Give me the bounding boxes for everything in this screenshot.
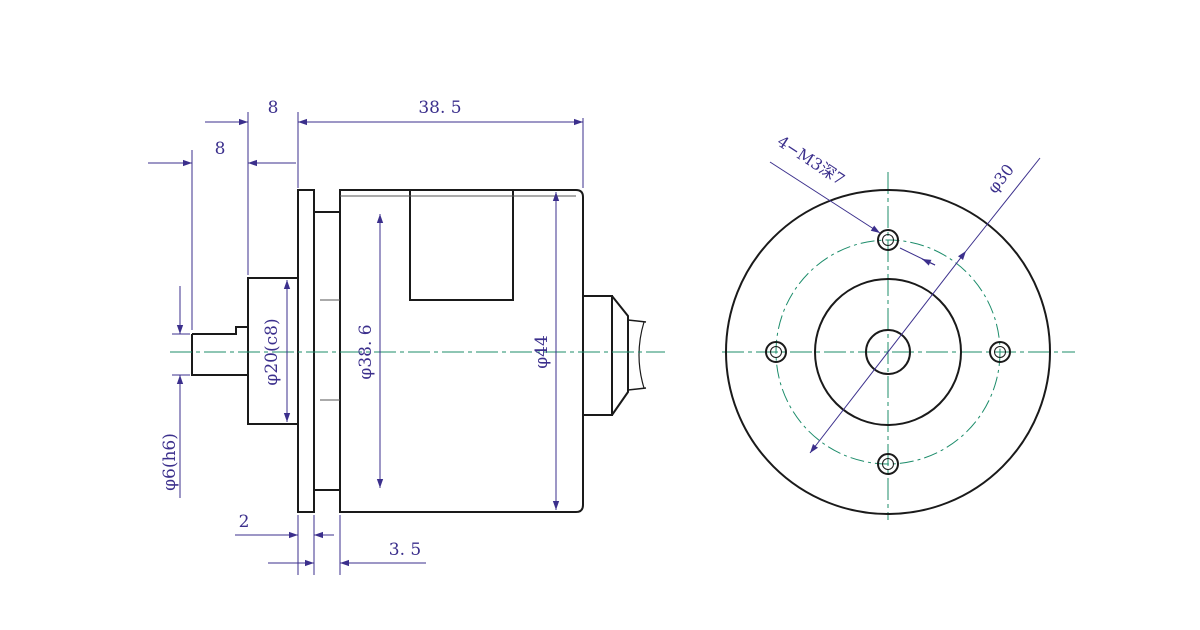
tapped-hole-left	[765, 341, 787, 363]
dim-tapped-holes: 4−M3深7	[774, 132, 848, 190]
front-view-dimension-text: φ30 4−M3深7	[774, 132, 1018, 197]
dim-bolt-circle: φ30	[983, 160, 1017, 197]
encoder-body	[339, 189, 584, 513]
side-view-dimension-text: 8 8 38. 5 2 3. 5 φ6(h6) φ20(c8) φ38. 6 φ…	[160, 98, 552, 560]
dim-body-length: 38. 5	[418, 98, 461, 118]
dim-shaft-length: 8	[215, 139, 226, 159]
shaft	[191, 326, 248, 376]
front-view: φ30 4−M3深7	[722, 132, 1075, 520]
body-outline	[725, 189, 1051, 515]
bolt-circle	[775, 239, 1001, 465]
side-view: 8 8 38. 5 2 3. 5 φ6(h6) φ20(c8) φ38. 6 φ…	[148, 98, 665, 575]
tapped-hole-top	[877, 229, 899, 251]
dim-boss-length: 8	[268, 98, 279, 118]
dim-shaft-dia: φ6(h6)	[160, 433, 180, 491]
tapped-hole-bottom	[877, 453, 899, 475]
cable	[627, 319, 647, 391]
recess-step	[314, 211, 340, 491]
front-view-dimensions	[769, 157, 1041, 454]
dim-flange-thickness: 2	[239, 512, 250, 532]
cable-break	[638, 321, 645, 389]
dim-recess-depth: 3. 5	[389, 540, 421, 560]
side-view-outline	[191, 189, 647, 513]
dim-boss-dia: φ20(c8)	[262, 318, 282, 385]
flange	[297, 189, 315, 513]
side-view-hidden-lines	[320, 195, 576, 401]
cable-gland	[583, 295, 629, 416]
dim-recess-dia: φ38. 6	[356, 324, 376, 379]
side-view-dimensions	[148, 112, 584, 575]
tapped-hole-right	[989, 341, 1011, 363]
dim-body-dia: φ44	[532, 335, 552, 369]
connector-window	[409, 190, 514, 301]
